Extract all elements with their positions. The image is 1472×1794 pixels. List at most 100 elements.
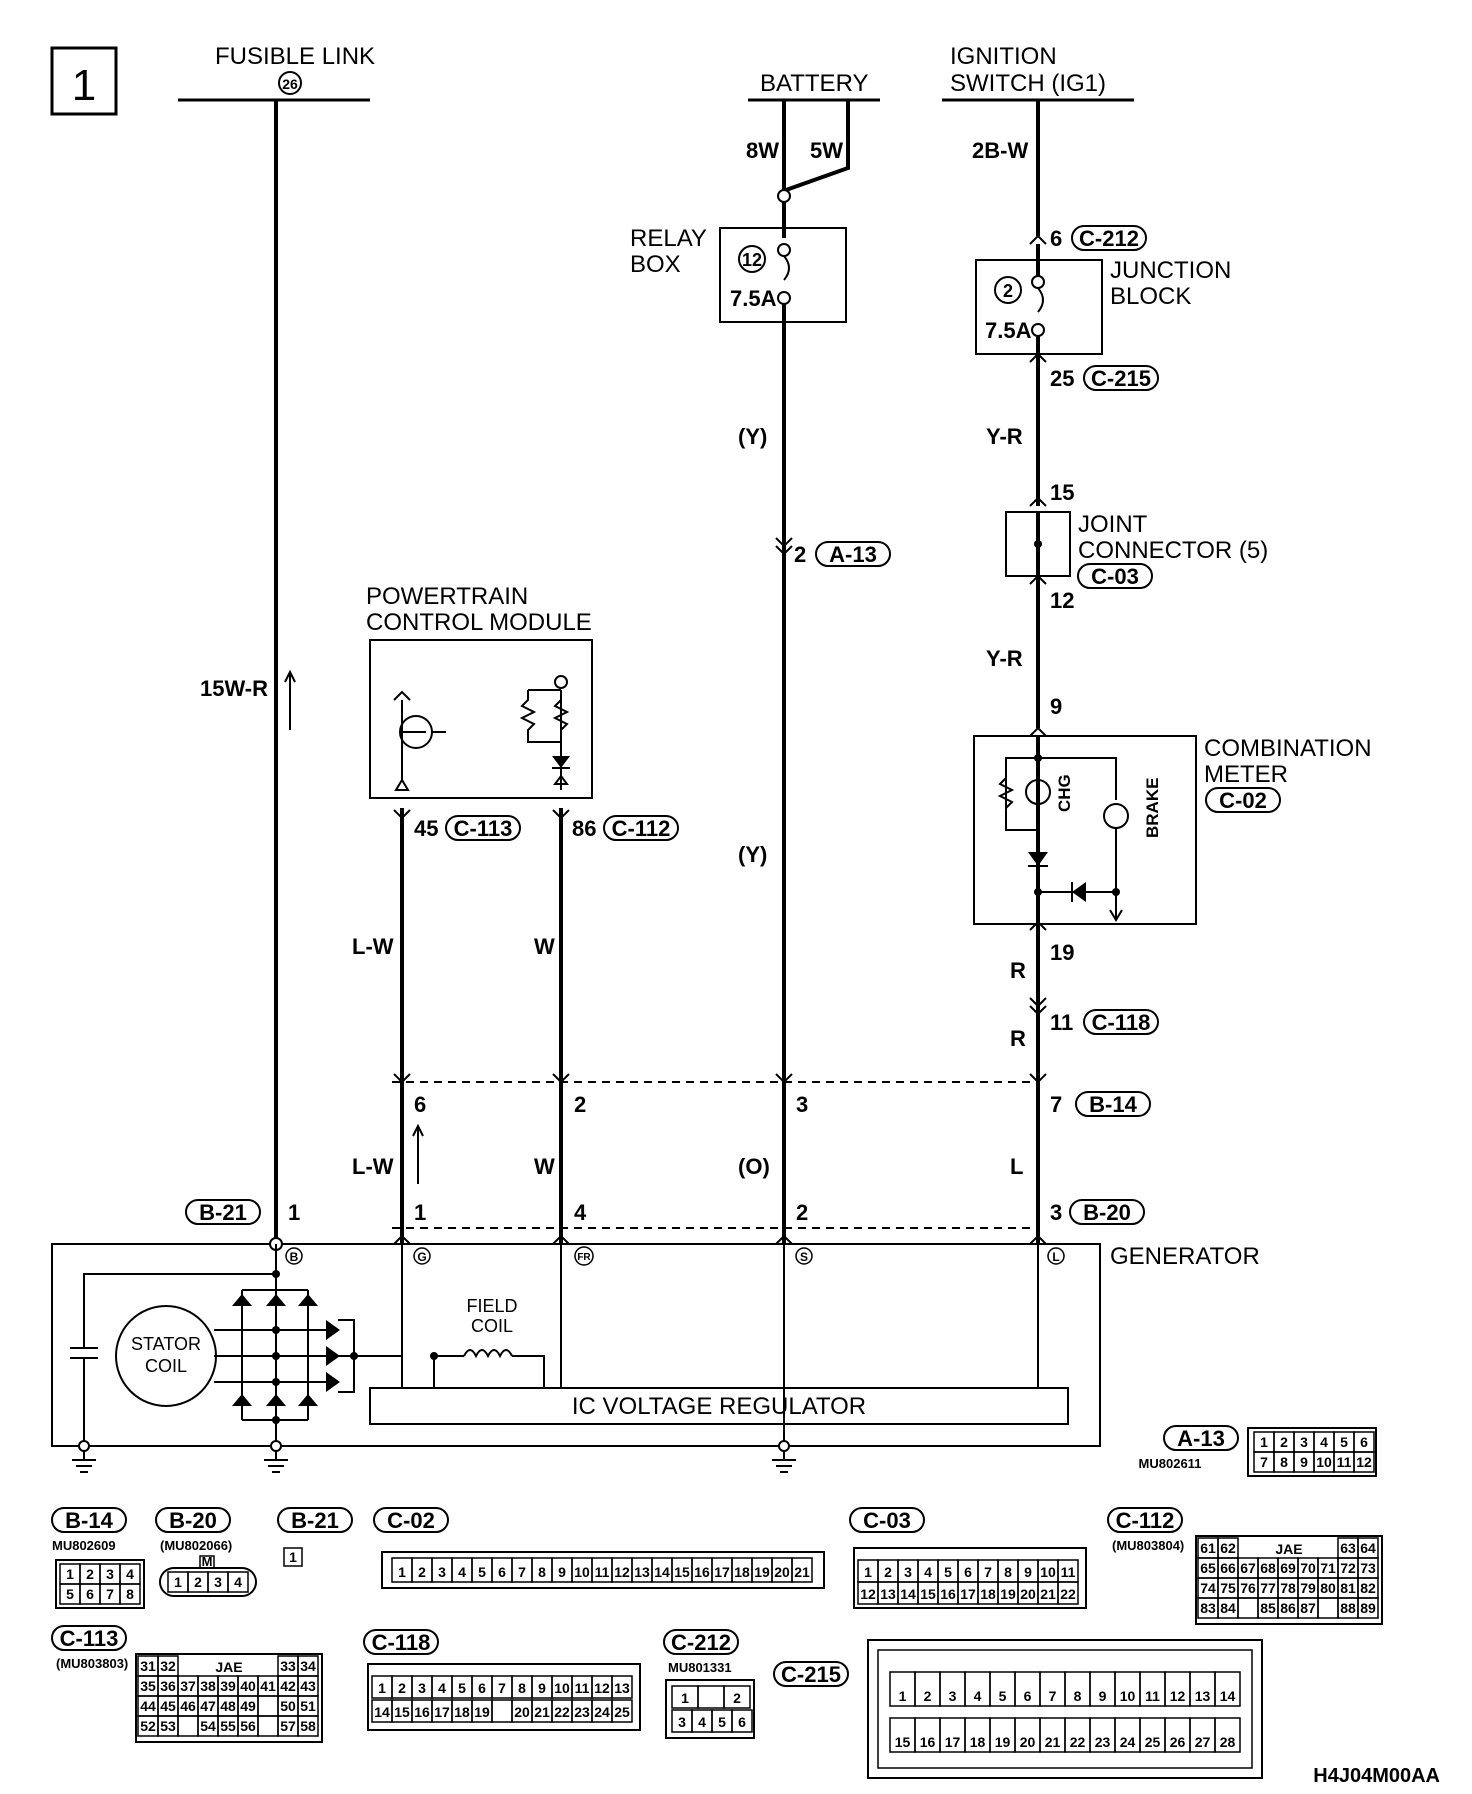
view-c112-r4-pin: 83 [1200, 1600, 1216, 1616]
view-c02-r1-pin: 8 [538, 1564, 546, 1580]
view-b14-r1-pin: 3 [106, 1566, 114, 1582]
view-c112-r4-pin: 87 [1300, 1600, 1316, 1616]
view-c215-r2-pin: 25 [1145, 1734, 1161, 1750]
terminal-b: B [290, 1250, 299, 1264]
view-c212-r1-cell [697, 1685, 725, 1709]
view-c112-r2-pin: 73 [1360, 1560, 1376, 1576]
view-c215-name: C-215 [781, 1662, 841, 1687]
view-c113-r3-cell [257, 1695, 279, 1717]
view-c215-r2-pin: 27 [1195, 1734, 1211, 1750]
view-c118-r2-pin: 20 [514, 1704, 530, 1720]
view-b14-r1-pin: 4 [126, 1566, 134, 1582]
view-c113-r3-pin: 49 [240, 1698, 256, 1714]
stator-label-1: STATOR [131, 1334, 201, 1354]
view-c215-r1-pin: 10 [1120, 1688, 1136, 1704]
view-c03-r2-pin: 16 [940, 1586, 956, 1602]
diagram-code: H4J04M00AA [1313, 1765, 1440, 1787]
wire-code-y-1: (Y) [738, 424, 767, 449]
view-b20-part: (MU802066) [160, 1538, 232, 1553]
view-c118-r1-pin: 10 [554, 1680, 570, 1696]
view-c113-r2-pin: 38 [200, 1678, 216, 1694]
pin-a13: 2 [794, 542, 806, 567]
view-c212-r2-cell [731, 1709, 753, 1733]
view-a13-part: MU802611 [1139, 1456, 1202, 1471]
meter-chg-label: CHG [1055, 774, 1074, 812]
wire-code-15w-r: 15W-R [200, 676, 268, 701]
view-c113-r2-pin: 42 [280, 1678, 296, 1694]
view-c113-r2-pin: 35 [140, 1678, 156, 1694]
view-c113-r4-cell [177, 1715, 199, 1737]
view-c113-badge [51, 1625, 127, 1651]
view-c112-r3-pin: 78 [1280, 1580, 1296, 1596]
pin-meter-out: 19 [1050, 940, 1074, 965]
view-c118-r2-pin: 24 [594, 1704, 610, 1720]
view-c215-r2-pin: 18 [970, 1734, 986, 1750]
terminal-l: L [1052, 1250, 1059, 1264]
pin-callouts: 6 C-212 25 C-215 15 12 9 19 2 A-13 45 C-… [185, 225, 1159, 1225]
view-c215-r1-pin: 1 [899, 1688, 907, 1704]
generator: GENERATOR B G FR S L [51, 1237, 1260, 1473]
pin-meter-in: 9 [1050, 694, 1062, 719]
view-a13-r2-pin: 11 [1337, 1454, 1352, 1470]
view-c112-r2-pin: 70 [1300, 1560, 1316, 1576]
view-c02-r1-cell [791, 1557, 813, 1583]
view-a13-r1-pin: 3 [1300, 1434, 1308, 1450]
view-c112-r3-pin: 76 [1240, 1580, 1256, 1596]
view-a13-r1-pin: 6 [1360, 1434, 1368, 1450]
fusible-link-number: 26 [282, 76, 298, 92]
view-c113-r3-pin: 50 [280, 1698, 296, 1714]
wire-code-o: (O) [738, 1154, 770, 1179]
view-c215-r2-pin: 21 [1045, 1734, 1061, 1750]
view-c02-r1-pin: 19 [754, 1564, 770, 1580]
view-c112-r4-cell [1317, 1597, 1339, 1619]
page-number: 1 [72, 61, 96, 110]
view-c113-r4-pin: 54 [200, 1718, 216, 1734]
view-c02-badge [373, 1507, 449, 1533]
view-c112-r4-pin: 85 [1260, 1600, 1276, 1616]
joint-connector: JOINT CONNECTOR (5) C-03 [1005, 511, 1268, 589]
ignition-label-1: IGNITION [950, 43, 1057, 70]
view-c02-r1-pin: 3 [438, 1564, 446, 1580]
view-c215-r2-cell [1214, 1717, 1241, 1753]
view-c03-r1-pin: 8 [1004, 1564, 1012, 1580]
view-c112-r3-pin: 81 [1340, 1580, 1356, 1596]
view-c118-r1-pin: 6 [478, 1680, 486, 1696]
view-c118-r2-pin: 23 [574, 1704, 590, 1720]
view-c118-r2-pin: 22 [554, 1704, 570, 1720]
view-c113-r2-pin: 39 [220, 1678, 236, 1694]
view-c215-badge [773, 1661, 849, 1687]
view-c02-r1-pin: 9 [558, 1564, 566, 1580]
view-c113-name: C-113 [60, 1626, 119, 1651]
view-c112-r2-pin: 66 [1220, 1560, 1236, 1576]
view-c215-r1-pin: 4 [974, 1688, 982, 1704]
fusible-link-label: FUSIBLE LINK [215, 43, 375, 70]
view-c212-r2-pin: 6 [738, 1714, 746, 1730]
view-c02-r1-pin: 17 [714, 1564, 730, 1580]
connector-c113: C-113 [454, 816, 513, 841]
view-c118-name: C-118 [372, 1630, 431, 1655]
view-c215-r2-pin: 23 [1095, 1734, 1111, 1750]
view-c02-r1-pin: 2 [418, 1564, 426, 1580]
view-c113-r4-pin: 53 [160, 1718, 176, 1734]
wire-code-l: L [1010, 1154, 1023, 1179]
pin-c118: 11 [1050, 1010, 1073, 1035]
view-c03-r2-pin: 13 [880, 1586, 896, 1602]
ic-voltage-regulator-label: IC VOLTAGE REGULATOR [572, 1393, 866, 1420]
view-c113-r2-pin: 36 [160, 1678, 176, 1694]
view-b14-r2-cell [119, 1583, 141, 1605]
view-c118-r2-pin: 19 [474, 1704, 490, 1720]
joint-connector-code: C-03 [1091, 564, 1139, 589]
view-c112-part: (MU803804) [1112, 1538, 1184, 1553]
view-c118-r1-pin: 9 [538, 1680, 546, 1696]
pin-b21: 1 [288, 1200, 300, 1225]
view-c118-r2-pin: 15 [394, 1704, 410, 1720]
view-c113-r3-pin: 45 [160, 1698, 176, 1714]
view-c215-r1-pin: 3 [949, 1688, 957, 1704]
view-c212-r2-pin: 4 [698, 1714, 706, 1730]
connector-a13: A-13 [829, 542, 877, 567]
view-a13-badge [1163, 1425, 1239, 1451]
view-c113-r3-pin: 51 [300, 1698, 316, 1714]
view-c212-r1-cell [723, 1685, 751, 1709]
view-c112-r4-cell [1357, 1597, 1379, 1619]
wire-code-8w: 8W [746, 138, 779, 163]
